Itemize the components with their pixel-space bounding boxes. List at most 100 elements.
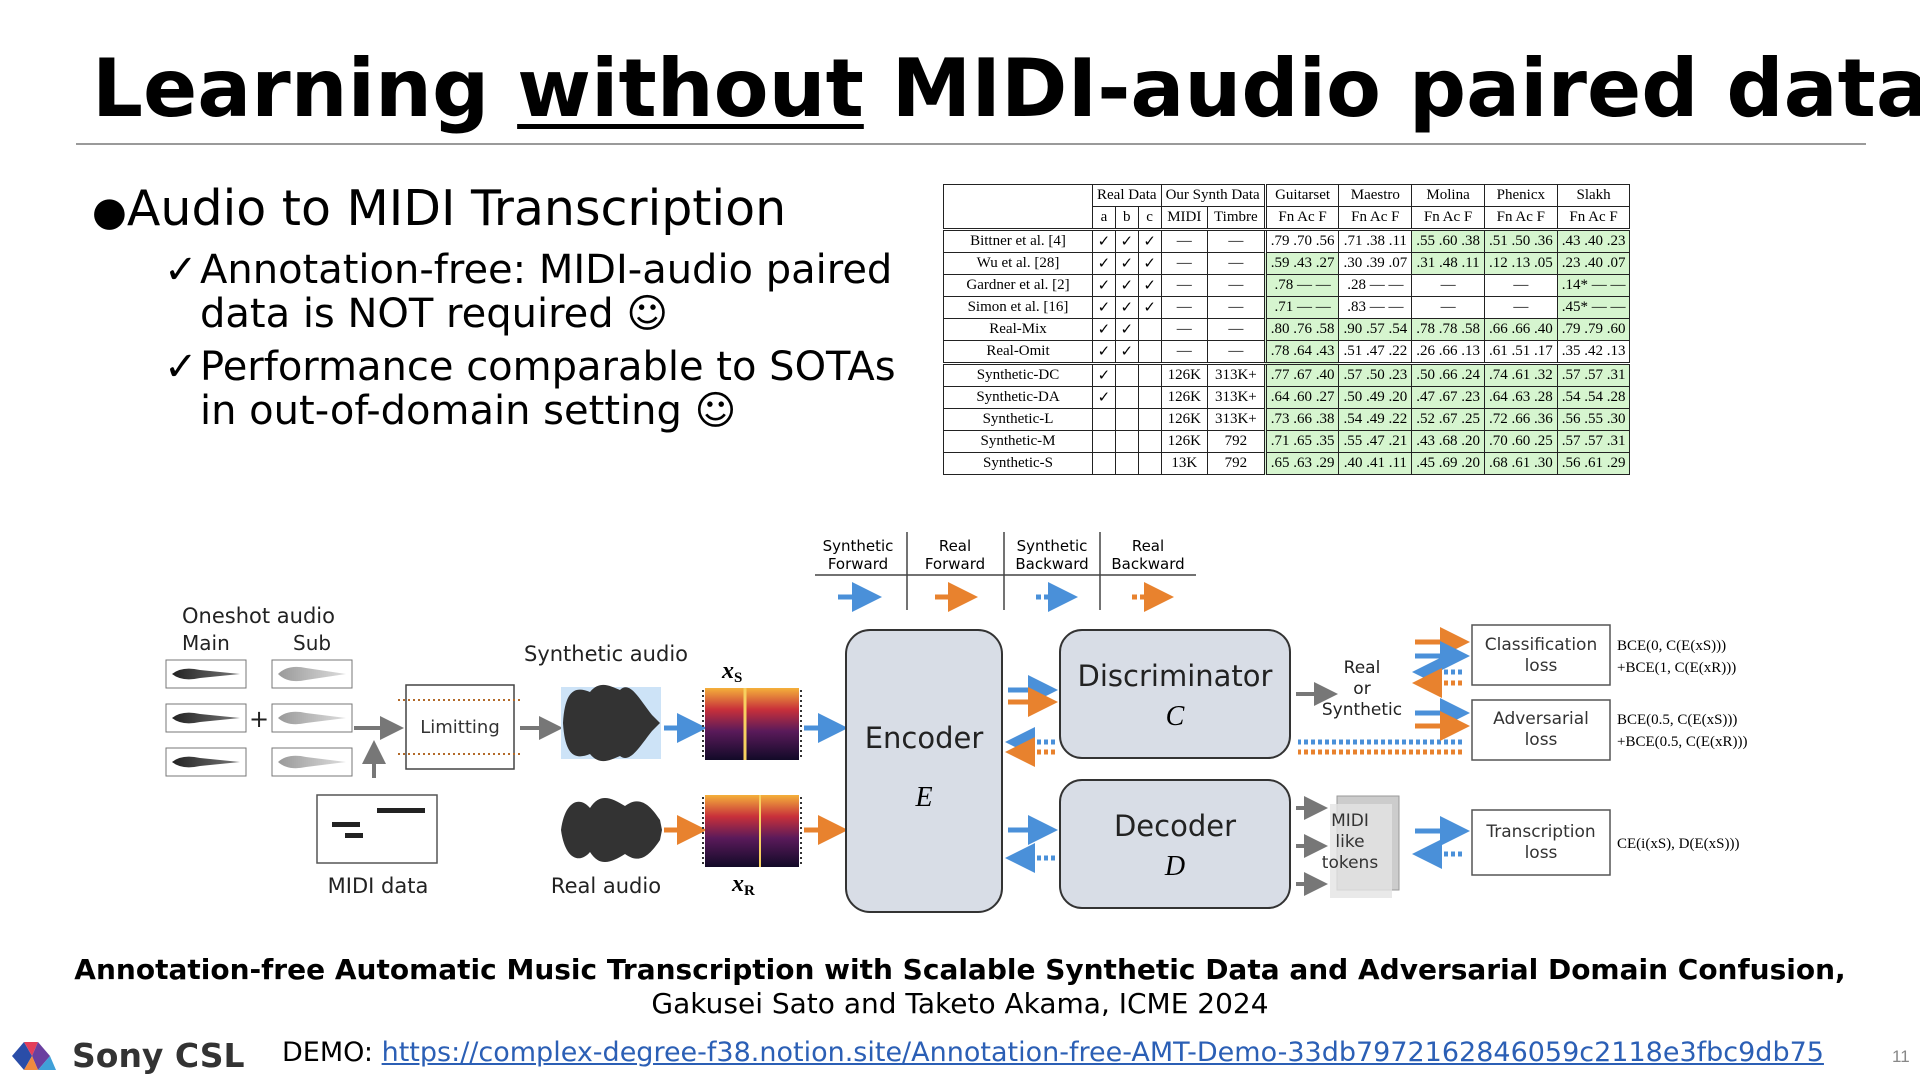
table-cell: .78 .78 .58 [1411,318,1485,341]
table-cell: .40 .41 .11 [1338,452,1413,475]
citation-authors: Gakusei Sato and Taketo Akama, ICME 2024 [651,987,1269,1020]
table-cell [1137,408,1162,431]
table-cell: .78 .64 .43 [1263,340,1340,365]
table-cell: .50 .66 .24 [1411,363,1485,387]
table-cell: 313K+ [1207,408,1266,431]
sub-bullet-2-line1: Performance comparable to SOTAs [200,344,896,390]
real-audio-label: Real audio [551,874,661,898]
table-cell: — [1207,274,1266,297]
oneshot-sub-label: Sub [293,631,331,655]
table-cell [1114,386,1139,409]
table-cell: — [1207,318,1266,341]
table-group-header: Guitarset [1263,184,1340,207]
table-row-label: Simon et al. [16] [943,296,1093,319]
table-cell: — [1411,274,1485,297]
table-cell: .57 .57 .31 [1556,430,1631,453]
discriminator-label: Discriminator [1078,659,1273,693]
encoder-symbol: E [914,782,932,813]
table-cell: .64 .63 .28 [1483,386,1558,409]
table-cell: .56 .61 .29 [1556,452,1631,475]
table-cell [1137,430,1162,453]
table-cell: .26 .66 .13 [1411,340,1485,365]
table-cell: ✓ [1114,252,1139,275]
xs-label: xS [721,658,742,686]
table-cell: — [1160,340,1209,365]
table-cell: — [1160,274,1209,297]
table-row-label: Synthetic-DA [943,386,1093,409]
table-cell: — [1160,318,1209,341]
oneshot-audio-label: Oneshot audio [182,604,335,628]
real-audio-waveform [561,797,662,863]
table-cell: .59 .43 .27 [1263,252,1340,275]
table-cell: .71 .38 .11 [1338,229,1413,253]
table-cell: .78 — — [1263,274,1340,297]
table-cell: .65 .63 .29 [1263,452,1340,475]
table-cell: ✓ [1137,296,1162,319]
table-row-label: Wu et al. [28] [943,252,1093,275]
table-cell [1092,408,1116,431]
table-row-label: Synthetic-M [943,430,1093,453]
table-cell: .80 .76 .58 [1263,318,1340,341]
table-cell: .66 .66 .40 [1483,318,1558,341]
main-bullet-text: Audio to MIDI Transcription [126,180,787,237]
table-group-header: Maestro [1338,184,1413,207]
sub-bullet-1-line1: Annotation-free: MIDI-audio paired [200,247,893,293]
table-sub-header: Fn Ac F [1556,206,1631,231]
table-cell: .55 .47 .21 [1338,430,1413,453]
table-cell: ✓ [1092,274,1116,297]
table-sub-header: Fn Ac F [1483,206,1558,231]
table-cell: .35 .42 .13 [1556,340,1631,365]
table-cell: .14* — — [1556,274,1631,297]
table-cell: ✓ [1092,386,1116,409]
table-row: Real-Mix✓✓——.80 .76 .58.90 .57 .54.78 .7… [943,318,1631,341]
table-cell: .31 .48 .11 [1411,252,1485,275]
table-cell: .28 — — [1338,274,1413,297]
demo-label: DEMO: [282,1037,382,1068]
transcription-loss-formula: CE(i(xS), D(E(xS))) [1617,836,1739,852]
table-cell [1137,340,1162,365]
limitting-label: Limitting [420,717,500,738]
main-bullet: ●Audio to MIDI Transcription [92,180,786,237]
table-cell: ✓ [1092,363,1116,387]
table-cell: .71 — — [1263,296,1340,319]
table-cell [1114,408,1139,431]
title-divider [76,143,1866,145]
oneshot-main-label: Main [182,631,230,655]
sub-bullet-1: ✓Annotation-free: MIDI-audio paired data… [164,248,892,336]
demo-line: DEMO: https://complex-degree-f38.notion.… [282,1037,1824,1068]
table-row: Gardner et al. [2]✓✓✓——.78 — —.28 — ———.… [943,274,1631,297]
table-cell: .64 .60 .27 [1263,386,1340,409]
table-cell: ✓ [1092,318,1116,341]
table-cell: .56 .55 .30 [1556,408,1631,431]
sony-csl-logo-icon [12,1042,56,1070]
table-cell: .57 .57 .31 [1556,363,1631,387]
synthetic-spectrogram [702,688,802,760]
table-cell: .43 .40 .23 [1556,229,1631,253]
table-cell [1137,386,1162,409]
adversarial-loss-formula: BCE(0.5, C(E(xS)))+BCE(0.5, C(E(xR))) [1617,712,1748,750]
table-group-header: Phenicx [1483,184,1558,207]
table-row-label: Real-Omit [943,340,1093,365]
decoder-label: Decoder [1114,809,1236,843]
table-sub-header: c [1137,206,1162,231]
sub-bullet-2-line2: in out-of-domain setting ☺ [200,388,737,434]
table-cell [1092,430,1116,453]
table-row-label: Synthetic-L [943,408,1093,431]
table-cell: .30 .39 .07 [1338,252,1413,275]
table-cell: — [1411,296,1485,319]
check-icon: ✓ [164,344,198,390]
table-cell: ✓ [1092,252,1116,275]
table-cell: .54 .49 .22 [1338,408,1413,431]
table-cell: — [1483,296,1558,319]
demo-link[interactable]: https://complex-degree-f38.notion.site/A… [381,1037,1824,1068]
table-cell: .43 .68 .20 [1411,430,1485,453]
table-cell: ✓ [1114,274,1139,297]
table-cell [1137,318,1162,341]
